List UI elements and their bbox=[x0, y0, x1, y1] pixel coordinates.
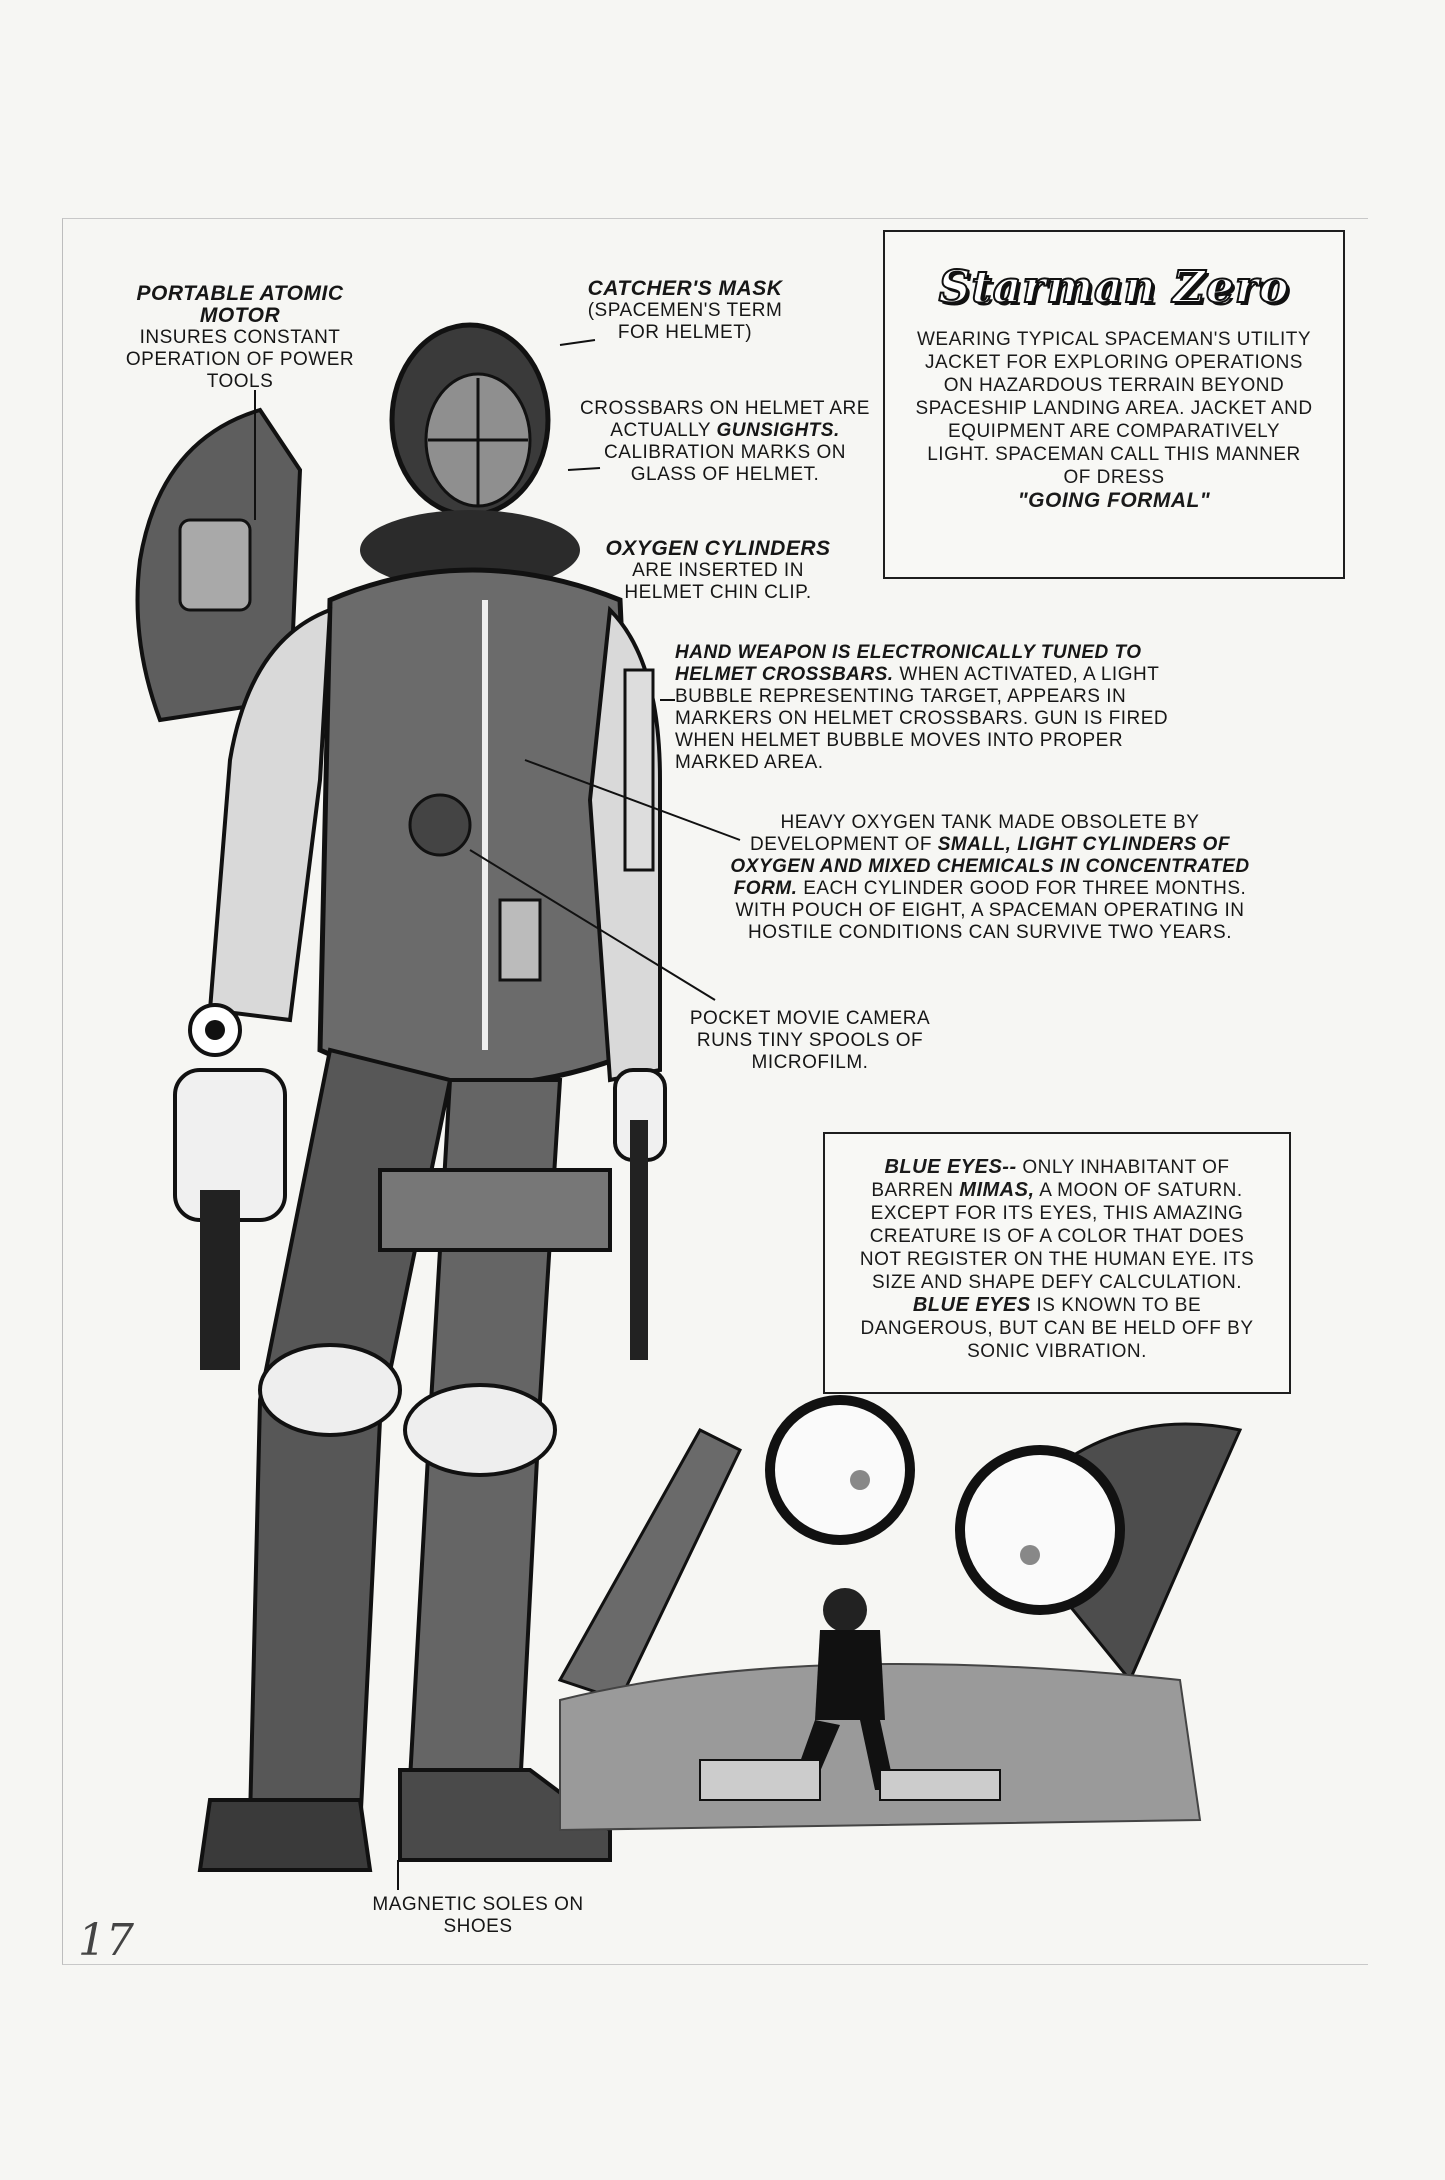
callout-body: When activated, a light bubble represent… bbox=[675, 664, 1169, 773]
callout-head: Hand weapon is electronically tuned to h… bbox=[675, 642, 1142, 685]
callout-magnetic-soles: Magnetic soles on shoes bbox=[368, 1894, 588, 1938]
callout-body: Insures constant operation of power tool… bbox=[125, 327, 355, 392]
intro-text: Wearing typical spaceman's utility jacke… bbox=[915, 328, 1313, 513]
callout-oxygen-tank: Heavy oxygen tank made obsolete by devel… bbox=[710, 812, 1270, 944]
intro-box: Starman Zero Wearing typical spaceman's … bbox=[883, 230, 1345, 579]
mimas-label: Mimas, bbox=[959, 1179, 1035, 1201]
callout-crossbars: Crossbars on helmet are actually Gunsigh… bbox=[580, 398, 870, 486]
callout-text: Heavy oxygen tank made obsolete by devel… bbox=[750, 812, 1200, 855]
callout-hand-weapon: Hand weapon is electronically tuned to h… bbox=[675, 642, 1195, 774]
intro-body: Wearing typical spaceman's utility jacke… bbox=[915, 329, 1313, 488]
panel-border bbox=[62, 218, 1368, 1965]
callout-head: Portable Atomic Motor bbox=[136, 282, 344, 327]
blue-eyes-text: Blue Eyes-- only inhabitant of barren Mi… bbox=[849, 1156, 1265, 1363]
blue-eyes-bold: Blue Eyes bbox=[912, 1294, 1031, 1316]
blue-eyes-head: Blue Eyes-- bbox=[884, 1156, 1017, 1178]
blue-eyes-body: only inhabitant of barren bbox=[871, 1157, 1230, 1201]
blue-eyes-body: is known to be dangerous, but can be hel… bbox=[860, 1295, 1254, 1362]
callout-head: Catcher's Mask bbox=[587, 277, 783, 300]
callout-movie-camera: Pocket movie camera runs tiny spools of … bbox=[680, 1008, 940, 1074]
callout-atomic-motor: Portable Atomic Motor Insures constant o… bbox=[120, 283, 360, 393]
callout-text: Crossbars on helmet are actually bbox=[580, 398, 870, 441]
callout-bold: small, light cylinders of oxygen and mix… bbox=[730, 834, 1250, 899]
callout-head: Oxygen Cylinders bbox=[605, 537, 831, 560]
page-number: 17 bbox=[78, 1915, 134, 1966]
callout-body: are inserted in helmet chin clip. bbox=[624, 560, 812, 603]
callout-oxygen-cylinders: Oxygen Cylinders are inserted in helmet … bbox=[598, 538, 838, 604]
blue-eyes-body: a moon of Saturn. Except for its eyes, t… bbox=[859, 1180, 1255, 1293]
intro-emphasis: "Going Formal" bbox=[1017, 489, 1211, 512]
callout-text: Each cylinder good for three months. Wit… bbox=[735, 878, 1247, 943]
callout-body: Magnetic soles on shoes bbox=[372, 1894, 584, 1937]
callout-bold: Gunsights. bbox=[716, 420, 840, 441]
callout-body: Pocket movie camera runs tiny spools of … bbox=[689, 1008, 931, 1073]
callout-catchers-mask: Catcher's Mask (Spacemen's term for helm… bbox=[575, 278, 795, 344]
callout-text: Calibration marks on glass of helmet. bbox=[604, 442, 846, 485]
blue-eyes-box: Blue Eyes-- only inhabitant of barren Mi… bbox=[823, 1132, 1291, 1394]
page-title: Starman Zero bbox=[938, 261, 1290, 314]
callout-body: (Spacemen's term for helmet) bbox=[587, 300, 783, 343]
